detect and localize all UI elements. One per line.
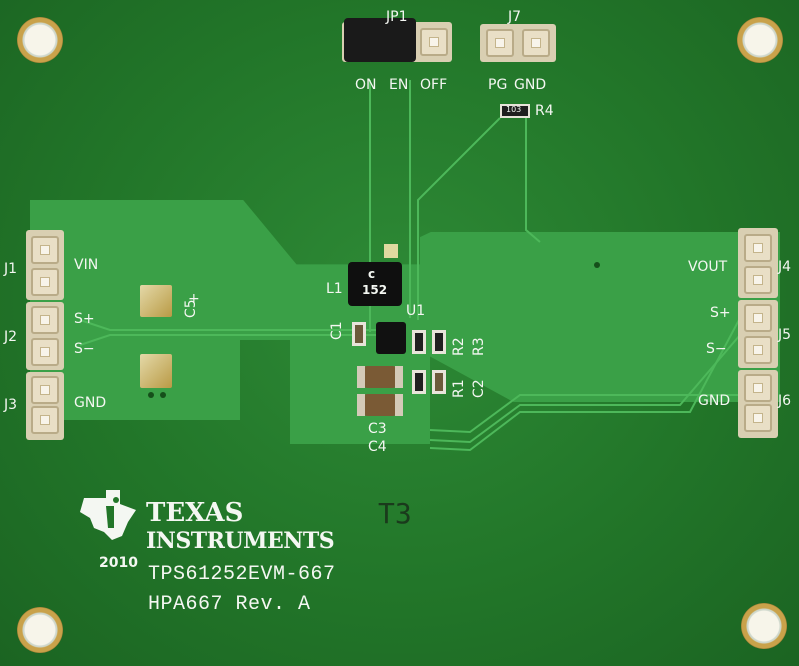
jumper-shunt[interactable] (344, 18, 416, 62)
l1-marking-bottom: 152 (362, 283, 388, 297)
vin-label: VIN (74, 257, 99, 273)
j7-pin-pg (486, 29, 514, 57)
c5-pad-top (140, 285, 172, 317)
via-2 (148, 392, 154, 398)
s-minus-right-label: S− (706, 341, 727, 357)
mounting-hole-bottom-right (741, 603, 787, 649)
j4-pin-2 (744, 266, 772, 294)
j1-pin-1 (31, 236, 59, 264)
u1-label: U1 (406, 303, 426, 319)
r1-label: R1 (451, 379, 467, 398)
jp1-off-label: OFF (420, 77, 448, 93)
j7-gnd-label: GND (514, 77, 547, 93)
j1-pin-2 (31, 268, 59, 296)
r3-label: R3 (471, 337, 487, 356)
j7-label: J7 (508, 9, 522, 25)
c5-pad-bottom (140, 354, 172, 388)
c1-capacitor (352, 322, 366, 346)
c3-label: C3 (368, 421, 387, 437)
r4-label: R4 (535, 103, 554, 119)
c1-label: C1 (329, 321, 345, 340)
vout-label: VOUT (688, 259, 728, 275)
j6-label: J6 (778, 393, 792, 409)
j5-label: J5 (778, 327, 792, 343)
center-mark: T3 (378, 497, 412, 530)
j7-pg-label: PG (488, 77, 508, 93)
board-year: 2010 (99, 555, 138, 571)
j6-pin-1 (744, 374, 772, 402)
j1-label: J1 (4, 261, 18, 277)
jp1-pin-off (420, 28, 448, 56)
mounting-hole-top-left (17, 17, 63, 63)
l1-label: L1 (326, 281, 343, 297)
s-plus-right-label: S+ (710, 305, 731, 321)
l1-inductor (348, 262, 402, 306)
ti-logo-line1: TEXAS (146, 498, 244, 528)
c2-label: C2 (471, 379, 487, 398)
l1-marking-top: c (368, 267, 376, 281)
j3-pin-2 (31, 406, 59, 434)
r1-resistor (412, 370, 426, 394)
board-revision: HPA667 Rev. A (148, 593, 311, 616)
c4-label: C4 (368, 439, 387, 455)
c2-capacitor (432, 370, 446, 394)
via-3 (160, 392, 166, 398)
c4-capacitor (357, 394, 403, 416)
j2-pin-2 (31, 338, 59, 366)
j7-pin-gnd (522, 29, 550, 57)
j5-pin-2 (744, 336, 772, 364)
c5-plus-label: + (188, 291, 200, 307)
r2-resistor (412, 330, 426, 354)
r2-label: R2 (451, 337, 467, 356)
gnd-left-label: GND (74, 395, 107, 411)
via-1 (594, 262, 600, 268)
j3-label: J3 (4, 397, 18, 413)
r4-resistor (500, 104, 530, 118)
u1-ic (376, 322, 406, 354)
j2-label: J2 (4, 329, 18, 345)
j3-pin-1 (31, 376, 59, 404)
s-plus-left-label: S+ (74, 311, 95, 327)
r4-marking: 103 (506, 105, 522, 114)
l1-pad (384, 244, 398, 258)
r3-resistor (432, 330, 446, 354)
mounting-hole-bottom-left (17, 607, 63, 653)
ti-logo-icon (80, 490, 136, 540)
ti-logo-line2: INSTRUMENTS (146, 528, 335, 554)
jp1-on-label: ON (355, 77, 377, 93)
j5-pin-1 (744, 304, 772, 332)
jp1-label: JP1 (386, 9, 408, 25)
vout-copper-plane (420, 232, 780, 402)
jp1-en-label: EN (389, 77, 409, 93)
j4-pin-1 (744, 234, 772, 262)
s-minus-left-label: S− (74, 341, 95, 357)
gnd-right-label: GND (698, 393, 731, 409)
j4-label: J4 (778, 259, 792, 275)
c3-capacitor (357, 366, 403, 388)
part-number: TPS61252EVM-667 (148, 563, 336, 586)
gnd-copper-plane (290, 340, 430, 444)
mounting-hole-top-right (737, 17, 783, 63)
j2-pin-1 (31, 306, 59, 334)
j6-pin-2 (744, 404, 772, 432)
